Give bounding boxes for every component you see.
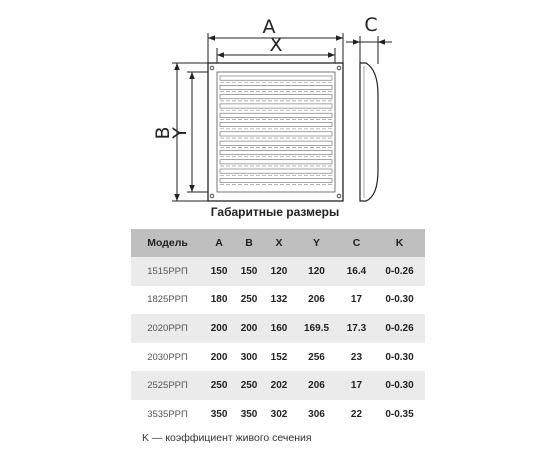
label-b: B (152, 126, 174, 139)
grille-dimension-drawing: A X C B Y (152, 14, 392, 202)
header-model: Модель (131, 229, 205, 257)
cell-model: 2030РРП (147, 351, 188, 363)
cell-c: 17 (339, 371, 374, 400)
cell-x: 120 (264, 257, 295, 286)
louver-slat (219, 112, 333, 118)
cell-a: 150 (204, 257, 235, 286)
label-y: Y (169, 127, 191, 140)
louver-slat (219, 122, 333, 127)
cell-y: 120 (294, 257, 339, 286)
cell-b: 350 (240, 408, 258, 420)
label-x: X (269, 34, 282, 56)
cell-a: 200 (204, 314, 235, 343)
header-a: A (204, 229, 235, 257)
cell-model: 1515РРП (131, 257, 205, 286)
cell-y: 169.5 (294, 314, 339, 343)
footnote: K — коэффициент живого сечения (142, 432, 312, 444)
dimension-lines (174, 35, 392, 201)
cell-x: 152 (270, 351, 288, 363)
cell-a: 250 (204, 371, 235, 400)
cell-model: 1825РРП (147, 294, 188, 306)
label-a: A (263, 16, 276, 38)
cell-model: 2020РРП (131, 314, 205, 343)
cell-x: 202 (264, 371, 295, 400)
cell-y: 256 (308, 351, 325, 363)
louver-slat (219, 140, 333, 146)
cell-k: 0-0.30 (373, 371, 425, 400)
cell-k: 0-0.26 (373, 314, 425, 343)
table-row: 3535РРП 350 350 302 306 22 0-0.35 (131, 400, 425, 429)
cell-b: 250 (234, 371, 265, 400)
header-x: X (264, 229, 295, 257)
louver-slat (219, 159, 333, 165)
header-y: Y (294, 229, 339, 257)
cell-b: 200 (234, 314, 265, 343)
cell-c: 17 (350, 294, 363, 306)
louver-slat (219, 131, 333, 137)
cell-y: 306 (308, 408, 325, 420)
cell-k: 0-0.30 (385, 351, 414, 363)
cell-y: 206 (294, 371, 339, 400)
cell-k: 0-0.26 (373, 257, 425, 286)
cell-b: 300 (240, 351, 258, 363)
table-row: 2020РРП 200 200 160 169.5 17.3 0-0.26 (131, 314, 425, 343)
cell-a: 180 (210, 294, 228, 306)
table-row: 2030РРП 200 300 152 256 23 0-0.30 (131, 343, 425, 372)
cell-y: 206 (308, 294, 325, 306)
cell-model: 3535РРП (147, 408, 188, 420)
table-header-row: Модель A B X Y C K (131, 229, 425, 257)
label-c: C (364, 14, 377, 36)
cell-x: 302 (270, 408, 288, 420)
cell-c: 16.4 (339, 257, 374, 286)
table-row: 1825РРП 180 250 132 206 17 0-0.30 (131, 286, 425, 315)
header-b: B (234, 229, 265, 257)
louver-slat (219, 178, 333, 183)
cell-c: 23 (350, 351, 363, 363)
cell-a: 200 (210, 351, 228, 363)
drawing-caption: Габаритные размеры (210, 205, 340, 219)
cell-b: 150 (234, 257, 265, 286)
table-row: 1515РРП 150 150 120 120 16.4 0-0.26 (131, 257, 425, 286)
cell-c: 22 (350, 408, 363, 420)
cell-c: 17.3 (339, 314, 374, 343)
louver-slat (219, 150, 333, 155)
cell-x: 132 (270, 294, 288, 306)
cell-model: 2525РРП (131, 371, 205, 400)
louver-slat (219, 103, 333, 109)
dimensions-table: Модель A B X Y C K 1515РРП 150 150 120 1… (131, 229, 425, 429)
cell-a: 350 (210, 408, 228, 420)
louver-slat (219, 85, 333, 90)
table-row: 2525РРП 250 250 202 206 17 0-0.30 (131, 371, 425, 400)
louver-slat (219, 75, 333, 81)
cell-b: 250 (240, 294, 258, 306)
header-k: K (373, 229, 425, 257)
grille-front-view (207, 62, 344, 202)
louver-slat (219, 168, 333, 174)
cell-x: 160 (264, 314, 295, 343)
louver-slat (219, 94, 333, 100)
cell-k: 0-0.35 (385, 408, 414, 420)
grille-louvers (219, 75, 333, 185)
grille-side-view (359, 62, 379, 202)
header-c: C (339, 229, 374, 257)
cell-k: 0-0.30 (385, 294, 414, 306)
